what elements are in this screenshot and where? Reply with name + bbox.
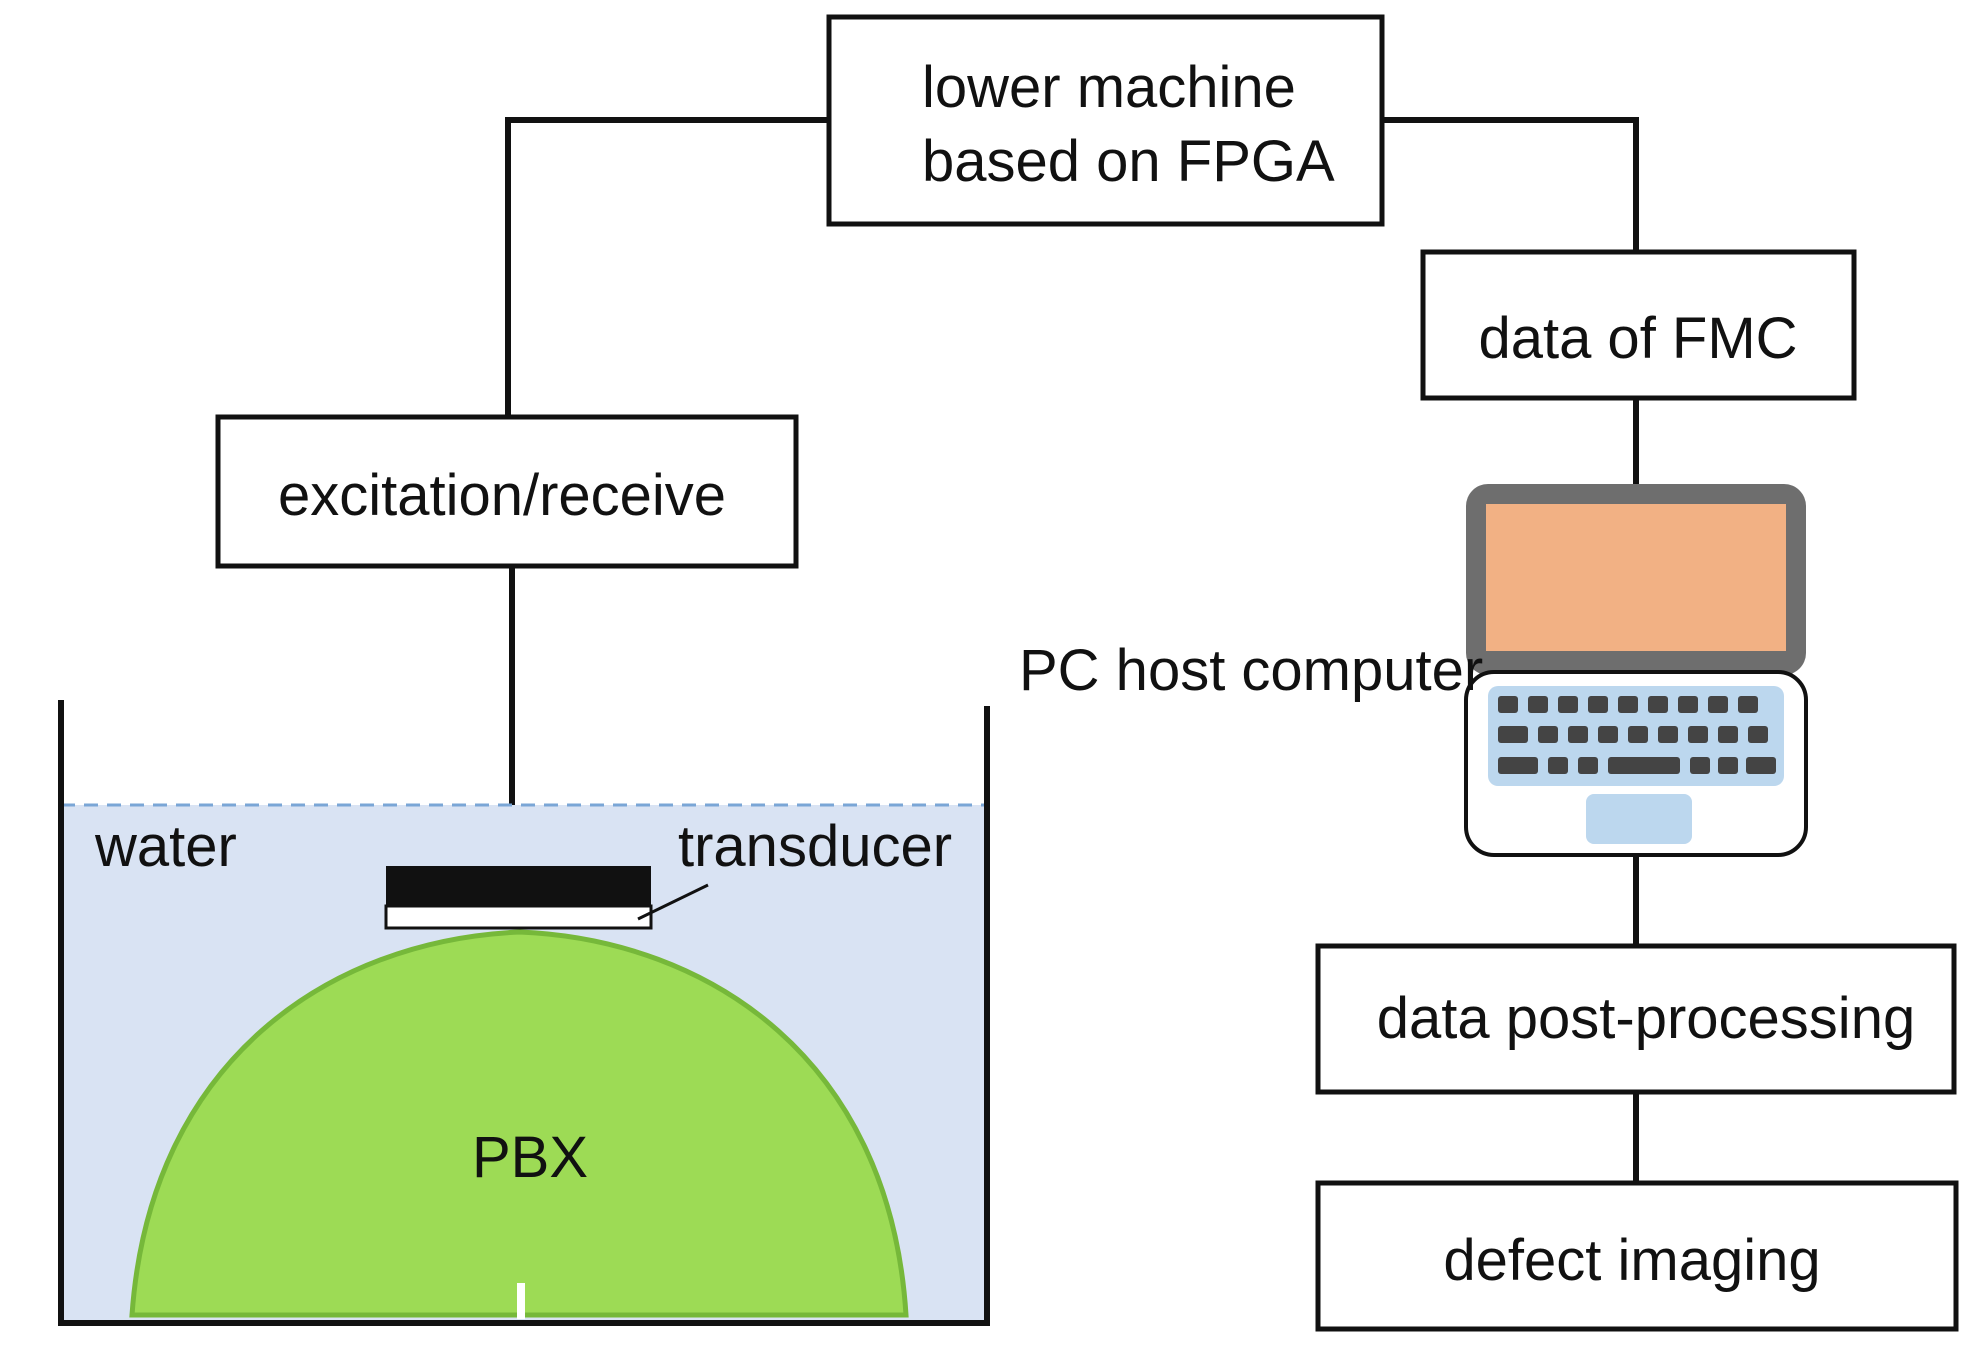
laptop-screen	[1486, 504, 1786, 651]
node-defect: defect imaging	[1315, 1180, 1959, 1332]
node-fpga-line2: based on FPGA	[922, 129, 1335, 194]
node-defect-label: defect imaging	[1443, 1228, 1820, 1293]
laptop-icon	[1464, 484, 1808, 857]
connector-fpga-to-excitation	[505, 117, 829, 417]
pc-host-label: PC host computer	[1019, 638, 1483, 703]
pbx-specimen	[129, 929, 909, 1318]
tank-walls	[58, 700, 990, 1326]
node-fmc-label: data of FMC	[1478, 306, 1797, 371]
node-fpga-line1: lower machine	[922, 55, 1296, 120]
node-excitation-box	[215, 414, 799, 569]
laptop-keys	[1498, 696, 1776, 774]
node-post-label: data post-processing	[1377, 986, 1915, 1051]
node-defect-box	[1315, 1180, 1959, 1332]
water-tank: water PBX transducer	[58, 700, 990, 1326]
laptop-touchpad	[1586, 794, 1692, 844]
node-fmc: data of FMC	[1420, 249, 1857, 401]
pbx-notch	[517, 1283, 525, 1319]
connector-fpga-to-fmc	[1382, 117, 1639, 252]
transducer-body	[386, 866, 651, 906]
pbx-label: PBX	[472, 1125, 588, 1190]
transducer-label: transducer	[678, 814, 952, 879]
connector-lines	[505, 117, 1639, 1183]
node-fpga-box	[826, 14, 1385, 227]
transducer-face	[384, 904, 653, 930]
transducer	[384, 866, 653, 930]
node-post: data post-processing	[1315, 943, 1957, 1095]
water-label: water	[94, 814, 237, 879]
node-fpga: lower machine based on FPGA	[826, 14, 1385, 227]
node-post-box	[1315, 943, 1957, 1095]
node-fmc-box	[1420, 249, 1857, 401]
node-excitation: excitation/receive	[215, 414, 799, 569]
transducer-leader-line	[637, 883, 709, 921]
node-excitation-label: excitation/receive	[278, 463, 726, 528]
